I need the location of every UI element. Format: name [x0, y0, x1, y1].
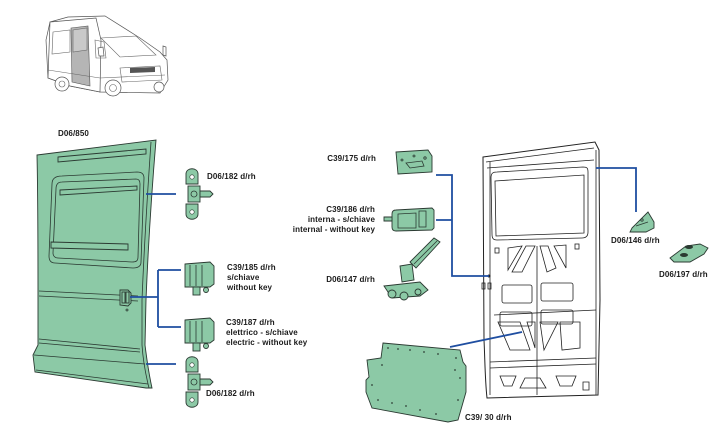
label-d06-147: D06/147 d/rh — [326, 275, 375, 284]
lock-c39-175[interactable] — [395, 149, 433, 175]
label-c39-175: C39/175 d/rh — [327, 154, 376, 163]
guide-d06-197[interactable] — [669, 243, 709, 263]
label-d06-197: D06/197 d/rh — [659, 270, 708, 279]
lock-c39-186[interactable] — [383, 207, 435, 232]
trim-panel-c39-30[interactable] — [365, 342, 467, 423]
hinge-d06-182-bottom[interactable] — [185, 356, 214, 408]
label-d06-182-top: D06/182 d/rh — [207, 172, 256, 181]
lock-c39-185[interactable] — [184, 261, 215, 296]
label-c39-186: C39/186 d/rh interna - s/chiave internal… — [293, 205, 375, 235]
label-c39-186-code: C39/186 d/rh — [326, 205, 375, 214]
label-c39-30: C39/ 30 d/rh — [465, 413, 512, 422]
label-c39-187: C39/187 d/rh elettrico - s/chiave electr… — [226, 318, 307, 348]
label-c39-185-line3: without key — [227, 283, 273, 292]
label-c39-187-line3: electric - without key — [226, 338, 308, 347]
label-c39-185-line2: s/chiave — [227, 273, 260, 282]
guide-d06-146[interactable] — [629, 211, 655, 233]
lock-c39-187[interactable] — [184, 317, 215, 352]
van-icon — [45, 15, 169, 97]
label-c39-186-line2: interna - s/chiave — [307, 215, 375, 224]
label-c39-185: C39/185 d/rh s/chiave without key — [227, 263, 276, 293]
hinge-d06-182-top[interactable] — [185, 168, 214, 220]
leader-lines-right — [436, 167, 637, 348]
label-d06-182-bottom: D06/182 d/rh — [206, 389, 255, 398]
roller-d06-147[interactable] — [383, 237, 441, 301]
label-c39-185-code: C39/185 d/rh — [227, 263, 276, 272]
label-c39-186-line3: internal - without key — [292, 225, 375, 234]
label-c39-187-code: C39/187 d/rh — [226, 318, 275, 327]
label-c39-187-line2: elettrico - s/chiave — [226, 328, 298, 337]
label-d06-146: D06/146 d/rh — [611, 236, 660, 245]
door-panel-d06-850[interactable] — [32, 139, 157, 389]
inner-door-frame — [481, 141, 601, 399]
leader-lines-left — [130, 193, 181, 365]
label-d06-850: D06/850 — [58, 129, 89, 138]
